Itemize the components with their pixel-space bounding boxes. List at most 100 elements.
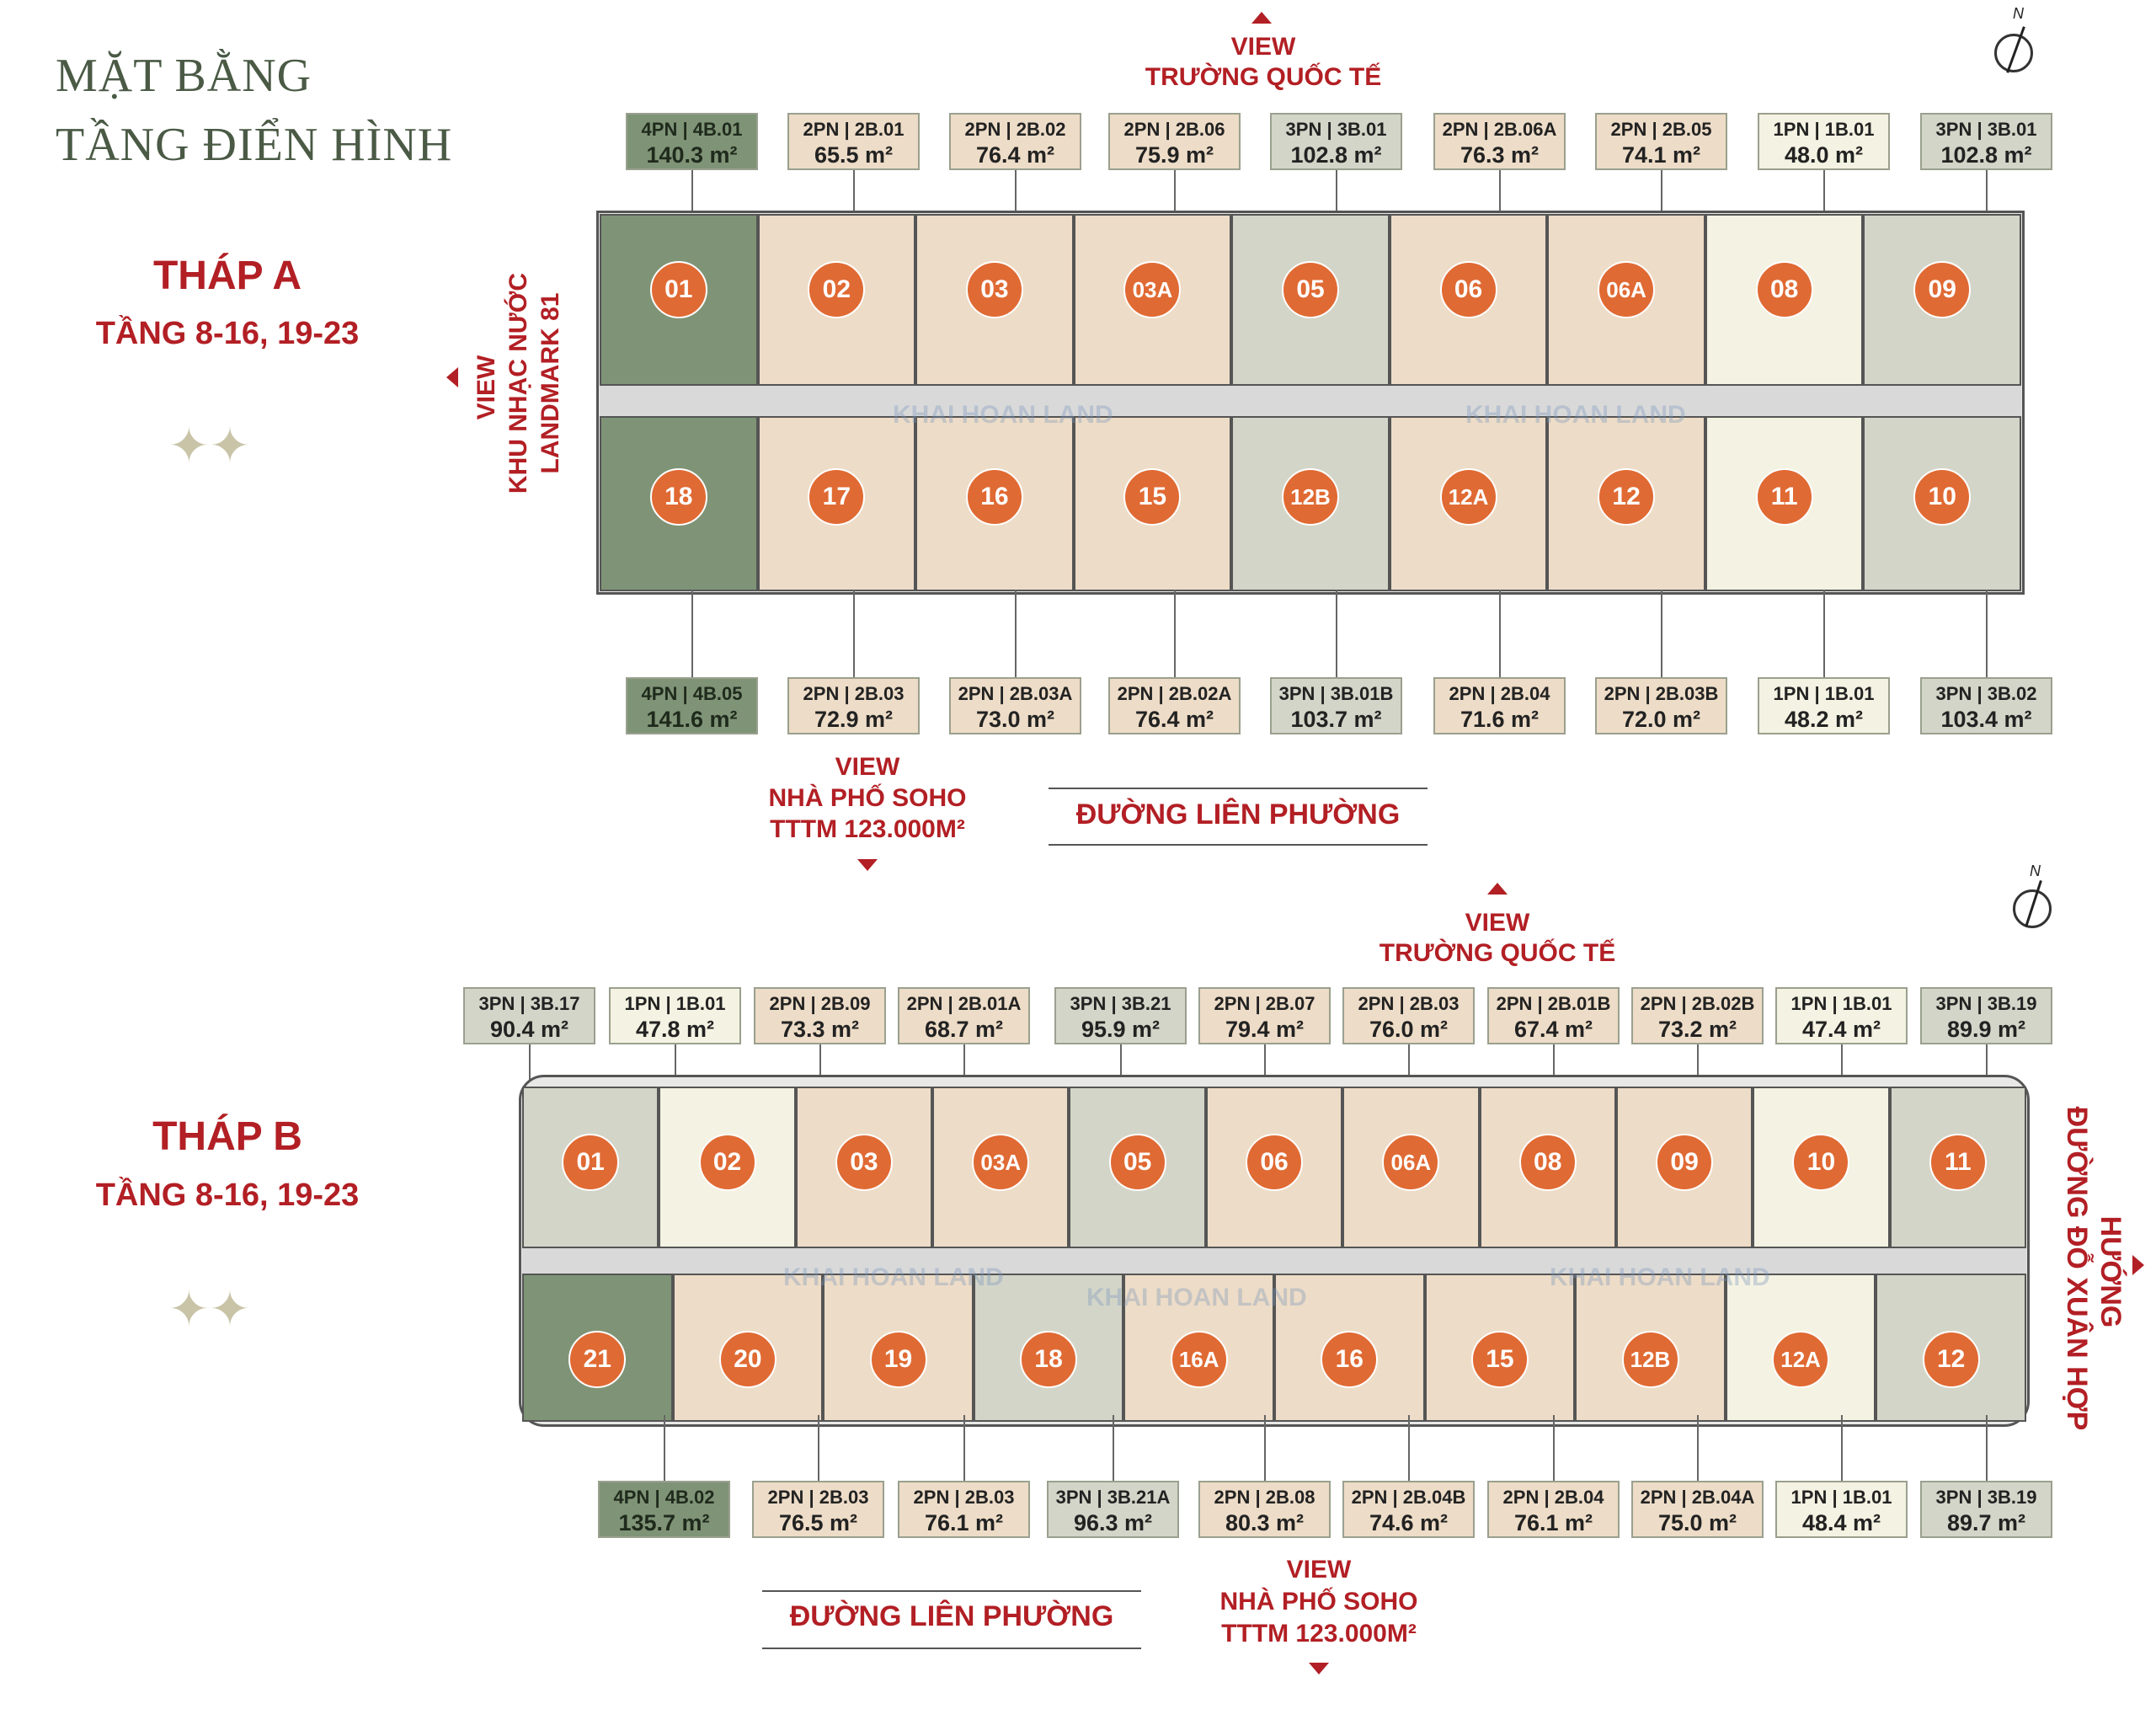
tower-b-view-bottom-line-2: NHÀ PHỐ SOHO bbox=[1219, 1588, 1418, 1616]
leader-line bbox=[1264, 1044, 1266, 1095]
unit-type: 2PN | 2B.03 bbox=[803, 683, 905, 704]
unit-number-badge[interactable]: 03A bbox=[972, 1134, 1030, 1191]
unit-area: 135.7 m² bbox=[618, 1510, 710, 1535]
unit-number-badge[interactable]: 15 bbox=[1123, 468, 1182, 526]
unit-number-badge[interactable]: 21 bbox=[568, 1331, 627, 1388]
unit-number-badge[interactable]: 10 bbox=[1913, 468, 1972, 526]
apartment-unit[interactable] bbox=[1073, 416, 1232, 591]
unit-number-badge[interactable]: 01 bbox=[649, 261, 707, 318]
unit-type: 2PN | 2B.02 bbox=[964, 119, 1066, 140]
unit-area: 89.9 m² bbox=[1946, 1017, 2026, 1042]
leader-line bbox=[963, 1044, 965, 1095]
road-line-top bbox=[762, 1590, 1141, 1592]
unit-number-badge[interactable]: 09 bbox=[1913, 261, 1972, 318]
leader-line bbox=[1264, 1415, 1266, 1481]
leader-line bbox=[1823, 170, 1825, 221]
leader-line bbox=[529, 1044, 531, 1095]
unit-number-badge[interactable]: 19 bbox=[869, 1331, 927, 1388]
unit-number-badge[interactable]: 11 bbox=[1755, 468, 1813, 526]
watermark: KHAI HOAN LAND bbox=[1086, 1284, 1307, 1311]
leader-line bbox=[1841, 1044, 1843, 1095]
unit-type: 1PN | 1B.01 bbox=[624, 993, 726, 1014]
unit-number-badge[interactable]: 12B bbox=[1282, 468, 1339, 526]
compass-icon bbox=[1994, 34, 2033, 72]
unit-type: 2PN | 2B.01B bbox=[1496, 993, 1611, 1014]
unit-type: 2PN | 2B.03 bbox=[767, 1487, 869, 1508]
unit-number-badge[interactable]: 05 bbox=[1108, 1134, 1166, 1191]
unit-number-badge[interactable]: 12A bbox=[1439, 468, 1497, 526]
unit-area: 48.0 m² bbox=[1784, 142, 1864, 168]
unit-number-badge[interactable]: 03A bbox=[1123, 261, 1182, 318]
view-arrow-up-icon bbox=[1487, 883, 1508, 895]
unit-number-badge[interactable]: 12A bbox=[1772, 1331, 1830, 1388]
leader-line bbox=[1113, 1415, 1114, 1481]
apartment-unit[interactable] bbox=[1389, 214, 1548, 386]
unit-number-badge[interactable]: 03 bbox=[835, 1134, 893, 1191]
leader-line bbox=[1823, 590, 1825, 677]
unit-number-badge[interactable]: 06 bbox=[1439, 261, 1497, 318]
tower-b-view-bottom-line-1: VIEW bbox=[1286, 1556, 1352, 1583]
unit-number-badge[interactable]: 17 bbox=[808, 468, 866, 526]
unit-area: 48.2 m² bbox=[1784, 707, 1864, 732]
unit-number-badge[interactable]: 03 bbox=[965, 261, 1023, 318]
leader-line bbox=[1661, 170, 1662, 221]
watermark: KHAI HOAN LAND bbox=[783, 1263, 1004, 1291]
unit-number-badge[interactable]: 15 bbox=[1470, 1331, 1529, 1388]
watermark: KHAI HOAN LAND bbox=[1550, 1263, 1770, 1291]
unit-number-badge[interactable]: 16A bbox=[1170, 1331, 1228, 1388]
unit-area: 141.6 m² bbox=[646, 707, 738, 732]
apartment-unit[interactable] bbox=[659, 1087, 796, 1248]
unit-number-badge[interactable]: 12 bbox=[1922, 1331, 1980, 1388]
tower-a-corridor bbox=[600, 386, 2021, 416]
page-title-line-2: TẦNG ĐIỂN HÌNH bbox=[56, 119, 453, 171]
tower-a-view-bottom-line-2: NHÀ PHỐ SOHO bbox=[768, 784, 967, 812]
unit-number-badge[interactable]: 20 bbox=[718, 1331, 776, 1388]
unit-area: 47.4 m² bbox=[1801, 1017, 1881, 1042]
unit-number-badge[interactable]: 18 bbox=[649, 468, 707, 526]
unit-type: 2PN | 2B.04 bbox=[1502, 1487, 1604, 1508]
unit-number-badge[interactable]: 02 bbox=[698, 1134, 756, 1191]
unit-number-badge[interactable]: 12 bbox=[1598, 468, 1656, 526]
unit-number-badge[interactable]: 08 bbox=[1518, 1134, 1577, 1191]
unit-number-badge[interactable]: 16 bbox=[1321, 1331, 1379, 1388]
tower-a-floors: TẦNG 8-16, 19-23 bbox=[95, 316, 360, 351]
unit-number-badge[interactable]: 06A bbox=[1598, 261, 1656, 318]
tower-a-road: ĐƯỜNG LIÊN PHƯỜNG bbox=[1075, 798, 1401, 830]
unit-area: 89.7 m² bbox=[1946, 1510, 2026, 1535]
unit-area: 74.6 m² bbox=[1369, 1510, 1449, 1535]
apartment-unit[interactable] bbox=[915, 416, 1074, 591]
unit-number-badge[interactable]: 12B bbox=[1621, 1331, 1679, 1388]
unit-number-badge[interactable]: 16 bbox=[965, 468, 1023, 526]
unit-type: 2PN | 2B.06A bbox=[1442, 119, 1557, 140]
unit-number-badge[interactable]: 01 bbox=[562, 1134, 620, 1191]
tower-a-view-bottom-line-1: VIEW bbox=[835, 753, 900, 781]
unit-number-badge[interactable]: 11 bbox=[1929, 1134, 1987, 1191]
unit-area: 72.0 m² bbox=[1621, 707, 1701, 732]
unit-number-badge[interactable]: 10 bbox=[1792, 1134, 1850, 1191]
leader-line bbox=[1015, 590, 1017, 677]
unit-number-badge[interactable]: 06A bbox=[1382, 1134, 1440, 1191]
unit-area: 96.3 m² bbox=[1073, 1510, 1153, 1535]
unit-area: 140.3 m² bbox=[646, 142, 738, 168]
unit-type: 1PN | 1B.01 bbox=[1790, 993, 1892, 1014]
unit-number-badge[interactable]: 18 bbox=[1020, 1331, 1078, 1388]
unit-number-badge[interactable]: 08 bbox=[1755, 261, 1813, 318]
unit-type: 2PN | 2B.04B bbox=[1351, 1487, 1466, 1508]
leader-line bbox=[1841, 1415, 1843, 1481]
unit-number-badge[interactable]: 09 bbox=[1656, 1134, 1714, 1191]
unit-number-badge[interactable]: 05 bbox=[1282, 261, 1339, 318]
leader-line bbox=[1986, 1415, 1988, 1481]
unit-number-badge[interactable]: 02 bbox=[808, 261, 866, 318]
unit-number-badge[interactable]: 06 bbox=[1246, 1134, 1303, 1191]
